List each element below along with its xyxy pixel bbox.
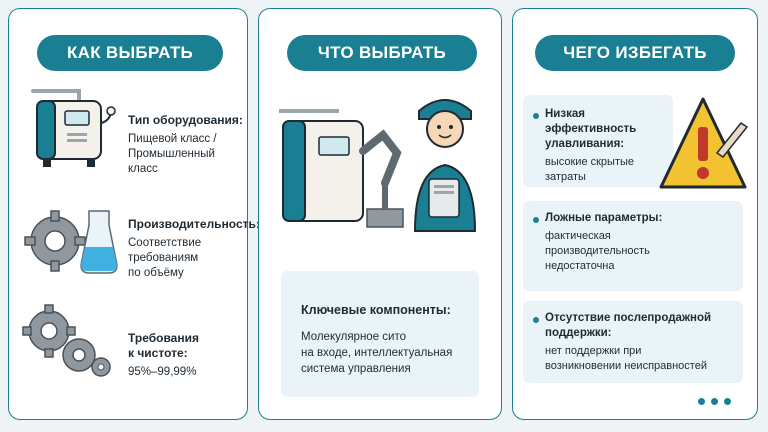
gear-flask-icon — [24, 210, 118, 274]
card-title: Ключевые компоненты: — [301, 303, 451, 317]
card-text: Молекулярное сито на входе, интеллектуал… — [301, 331, 453, 375]
item-label-2: к чистоте: — [128, 346, 188, 360]
dot-icon[interactable] — [711, 398, 718, 405]
item-capacity: Производительность: Соответствие требова… — [128, 217, 260, 279]
panel-title-avoid: ЧЕГО ИЗБЕГАТЬ — [535, 35, 735, 71]
panel-what-to-choose: ЧТО ВЫБРАТЬ Ключевые компоненты: Молекул… — [258, 8, 502, 420]
avoid-item-false-params: Ложные параметры: фактическая производит… — [523, 201, 743, 291]
bullet-icon — [533, 217, 539, 223]
warning-triangle-icon — [659, 97, 749, 189]
bullet-icon — [533, 317, 539, 323]
avoid-item-low-efficiency: Низкая эффективность улавливания: высоки… — [523, 95, 673, 187]
item-label: Требования — [128, 331, 199, 345]
item-equipment-type: Тип оборудования: Пищевой класс / Промыш… — [128, 113, 243, 175]
dot-icon[interactable] — [698, 398, 705, 405]
panel-what-to-avoid: ЧЕГО ИЗБЕГАТЬ Низкая эффективность улавл… — [512, 8, 758, 420]
key-components-card: Ключевые компоненты: Молекулярное сито н… — [281, 271, 479, 397]
machine-icon — [31, 89, 116, 167]
panel-how-to-choose: КАК ВЫБРАТЬ Тип оборудования: Пищевой кл… — [8, 8, 260, 420]
avoid-item-no-support: Отсутствие послепродажной поддержки: нет… — [523, 301, 743, 383]
pagination-dots[interactable] — [698, 398, 731, 405]
panel-title-what: ЧТО ВЫБРАТЬ — [287, 35, 477, 71]
panel-title-how: КАК ВЫБРАТЬ — [37, 35, 223, 71]
gears-icon — [22, 304, 111, 377]
item-label: Тип оборудования: — [128, 113, 243, 127]
technician-illustration — [279, 99, 477, 232]
bullet-icon — [533, 113, 539, 119]
item-purity: Требования к чистоте: 95%–99,99% — [128, 331, 199, 378]
dot-icon[interactable] — [724, 398, 731, 405]
item-label: Производительность: — [128, 217, 260, 231]
